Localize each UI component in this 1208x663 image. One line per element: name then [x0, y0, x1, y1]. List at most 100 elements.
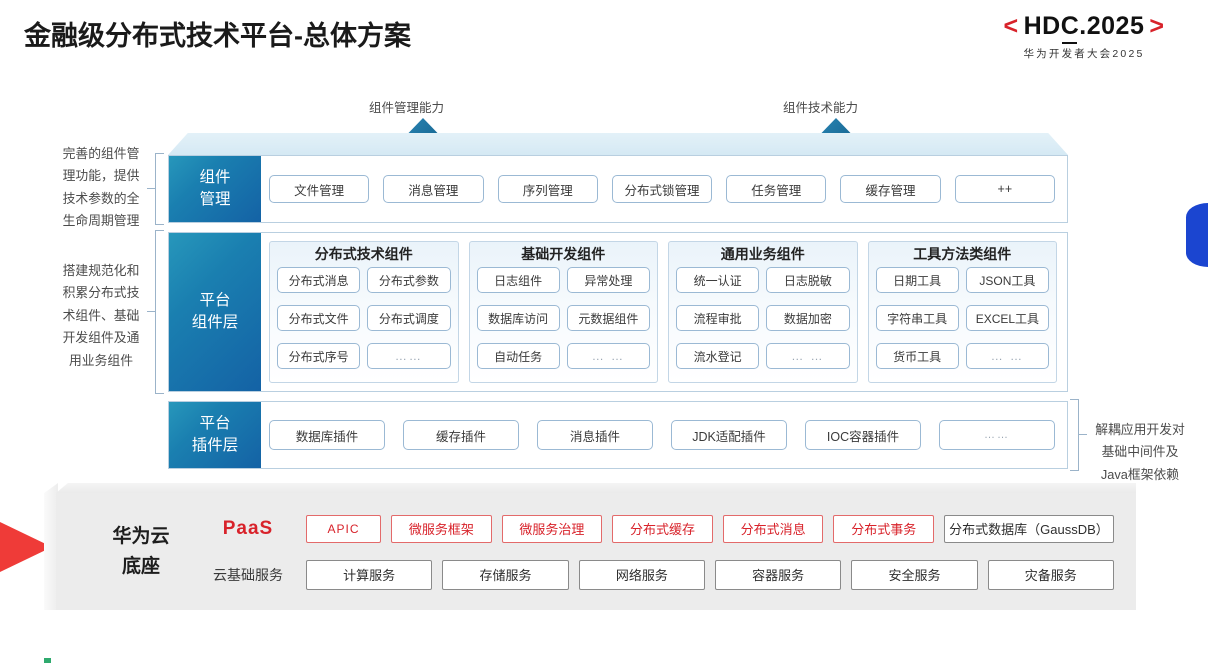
- chip-distributed-message[interactable]: 分布式消息: [277, 267, 361, 294]
- group-distributed-technology: 分布式技术组件 分布式消息 分布式参数 分布式文件 分布式调度 分布式序号 ……: [269, 241, 459, 383]
- panel-platform-component-layer: 平台 组件层 分布式技术组件 分布式消息 分布式参数 分布式文件 分布式调度 分…: [168, 232, 1068, 392]
- bracket-component-management: [155, 153, 164, 225]
- green-mark-decoration: [44, 658, 51, 663]
- chip-add-more[interactable]: ++: [954, 175, 1055, 203]
- box-microservice-framework[interactable]: 微服务框架: [391, 514, 492, 543]
- chip-ioc-container-plugin[interactable]: IOC容器插件: [805, 420, 921, 450]
- chip-json-tool[interactable]: JSON工具: [965, 267, 1049, 294]
- box-distributed-message[interactable]: 分布式消息: [722, 514, 824, 543]
- chip-string-tool[interactable]: 字符串工具: [875, 305, 959, 332]
- chip-log-desensitization[interactable]: 日志脱敏: [766, 267, 850, 294]
- chip-unified-authentication[interactable]: 统一认证: [676, 267, 760, 294]
- box-network-service[interactable]: 网络服务: [578, 559, 705, 590]
- base-bevel-top: [56, 483, 1136, 493]
- panel-platform-plugin-layer: 平台 插件层 数据库插件 缓存插件 消息插件 JDK适配插件 IOC容器插件 ……: [168, 401, 1068, 469]
- note-component-management: 完善的组件管 理功能，提供 技术参数的全 生命周期管理: [62, 146, 140, 229]
- note-plugin-decoupling: 解耦应用开发对 基础中间件及 Java框架依赖: [1095, 422, 1185, 482]
- group-tool-method: 工具方法类组件 日期工具 JSON工具 字符串工具 EXCEL工具 货币工具 ……: [867, 241, 1057, 383]
- chip-metadata-component[interactable]: 元数据组件: [566, 305, 650, 332]
- group-title-basic-development: 基础开发组件: [521, 246, 606, 262]
- chip-distributed-sequence[interactable]: 分布式序号: [277, 343, 361, 370]
- chip-exception-handling[interactable]: 异常处理: [566, 267, 650, 294]
- hdc-logo: < HDC.2025 > 华为开发者大会2025: [974, 12, 1194, 61]
- hdc-logo-text: HDC.2025: [1023, 12, 1145, 40]
- group-title-common-business: 通用业务组件: [720, 246, 805, 262]
- chip-more-plugins[interactable]: ……: [939, 420, 1055, 450]
- layer-label-component-management: 组件 管理: [169, 156, 261, 222]
- chip-currency-tool[interactable]: 货币工具: [875, 343, 959, 370]
- component-management-chip-list: 文件管理 消息管理 序列管理 分布式锁管理 任务管理 缓存管理 ++: [269, 156, 1055, 222]
- chip-data-encryption[interactable]: 数据加密: [766, 305, 850, 332]
- chip-distributed-parameter[interactable]: 分布式参数: [367, 267, 451, 294]
- chip-auto-task[interactable]: 自动任务: [476, 343, 560, 370]
- hdc-logo-main: < HDC.2025 >: [974, 12, 1194, 44]
- chip-task-management[interactable]: 任务管理: [726, 175, 827, 203]
- base-row-label-cloud-infra: 云基础服务: [213, 566, 283, 583]
- chip-database-access[interactable]: 数据库访问: [476, 305, 560, 332]
- arrow-label-component-technology: 组件技术能力: [783, 101, 859, 115]
- panel-huawei-cloud-base: 华为云 底座 PaaS APIC 微服务框架 微服务治理 分布式缓存 分布式消息…: [56, 493, 1136, 610]
- chip-process-approval[interactable]: 流程审批: [676, 305, 760, 332]
- base-rows: PaaS APIC 微服务框架 微服务治理 分布式缓存 分布式消息 分布式事务 …: [200, 513, 1114, 591]
- chip-message-management[interactable]: 消息管理: [383, 175, 484, 203]
- chip-more-basic-development[interactable]: … …: [566, 343, 650, 370]
- group-grid-tool-method: 日期工具 JSON工具 字符串工具 EXCEL工具 货币工具 … …: [875, 267, 1049, 376]
- bracket-stub-platform-component: [147, 311, 155, 313]
- group-basic-development: 基础开发组件 日志组件 异常处理 数据库访问 元数据组件 自动任务 … …: [468, 241, 658, 383]
- left-angle-bracket-icon: <: [1003, 12, 1019, 40]
- chip-message-plugin[interactable]: 消息插件: [537, 420, 653, 450]
- box-disaster-recovery-service[interactable]: 灾备服务: [987, 559, 1114, 590]
- chip-date-tool[interactable]: 日期工具: [875, 267, 959, 294]
- panel-top-bevel: [168, 133, 1068, 155]
- chip-jdk-adapter-plugin[interactable]: JDK适配插件: [671, 420, 787, 450]
- chip-file-management[interactable]: 文件管理: [269, 175, 370, 203]
- group-grid-common-business: 统一认证 日志脱敏 流程审批 数据加密 流水登记 … …: [676, 267, 850, 376]
- chip-more-tool-method[interactable]: … …: [965, 343, 1049, 370]
- chip-sequence-management[interactable]: 序列管理: [497, 175, 598, 203]
- bracket-platform-component: [155, 230, 164, 394]
- base-row-label-paas: PaaS: [222, 517, 274, 539]
- chip-excel-tool[interactable]: EXCEL工具: [965, 305, 1049, 332]
- box-microservice-governance[interactable]: 微服务治理: [501, 514, 603, 543]
- chip-distributed-scheduling[interactable]: 分布式调度: [367, 305, 451, 332]
- hdc-logo-subtitle: 华为开发者大会2025: [1023, 48, 1145, 60]
- platform-plugin-chip-list: 数据库插件 缓存插件 消息插件 JDK适配插件 IOC容器插件 ……: [269, 402, 1055, 468]
- arrow-label-component-management: 组件管理能力: [369, 101, 445, 115]
- group-common-business: 通用业务组件 统一认证 日志脱敏 流程审批 数据加密 流水登记 … …: [668, 241, 858, 383]
- base-title: 华为云 底座: [112, 526, 170, 577]
- blue-semicircle-decoration: [1186, 203, 1208, 267]
- box-security-service[interactable]: 安全服务: [851, 559, 978, 590]
- box-distributed-database-gaussdb[interactable]: 分布式数据库（GaussDB）: [944, 514, 1114, 543]
- base-row-cloud-infra: 云基础服务 计算服务 存储服务 网络服务 容器服务 安全服务 灾备服务: [200, 559, 1114, 591]
- panel-component-management: 组件 管理 文件管理 消息管理 序列管理 分布式锁管理 任务管理 缓存管理 ++: [168, 155, 1068, 223]
- group-grid-basic-development: 日志组件 异常处理 数据库访问 元数据组件 自动任务 … …: [476, 267, 650, 376]
- chip-cache-plugin[interactable]: 缓存插件: [403, 420, 519, 450]
- layer-label-platform-plugin: 平台 插件层: [169, 402, 261, 468]
- box-distributed-transaction[interactable]: 分布式事务: [833, 514, 934, 543]
- chip-cache-management[interactable]: 缓存管理: [840, 175, 941, 203]
- chip-more-distributed[interactable]: ……: [367, 343, 451, 370]
- chip-distributed-lock-management[interactable]: 分布式锁管理: [611, 175, 713, 203]
- layer-label-platform-component: 平台 组件层: [169, 233, 261, 391]
- group-title-tool-method: 工具方法类组件: [913, 246, 1012, 262]
- group-title-distributed-technology: 分布式技术组件: [314, 246, 413, 262]
- box-storage-service[interactable]: 存储服务: [442, 559, 569, 590]
- chip-more-common-business[interactable]: … …: [766, 343, 850, 370]
- hdc-underscore-mark: [1061, 42, 1077, 44]
- chip-transaction-registration[interactable]: 流水登记: [676, 343, 760, 370]
- platform-component-groups: 分布式技术组件 分布式消息 分布式参数 分布式文件 分布式调度 分布式序号 ………: [269, 241, 1057, 383]
- box-distributed-cache[interactable]: 分布式缓存: [612, 514, 713, 543]
- bracket-plugin-layer: [1070, 399, 1079, 471]
- chip-distributed-file[interactable]: 分布式文件: [277, 305, 361, 332]
- box-apic[interactable]: APIC: [306, 514, 382, 543]
- note-platform-component: 搭建规范化和 积累分布式技 术组件、基础 开发组件及通 用业务组件: [62, 263, 140, 368]
- box-container-service[interactable]: 容器服务: [714, 559, 842, 590]
- page-title: 金融级分布式技术平台-总体方案: [24, 21, 411, 51]
- chip-log-component[interactable]: 日志组件: [476, 267, 560, 294]
- right-angle-bracket-icon: >: [1149, 12, 1165, 40]
- base-row-paas: PaaS APIC 微服务框架 微服务治理 分布式缓存 分布式消息 分布式事务 …: [200, 513, 1114, 545]
- box-compute-service[interactable]: 计算服务: [306, 559, 433, 590]
- group-grid-distributed-technology: 分布式消息 分布式参数 分布式文件 分布式调度 分布式序号 ……: [277, 267, 451, 376]
- bracket-stub-component-management: [147, 188, 155, 190]
- chip-database-plugin[interactable]: 数据库插件: [269, 420, 385, 450]
